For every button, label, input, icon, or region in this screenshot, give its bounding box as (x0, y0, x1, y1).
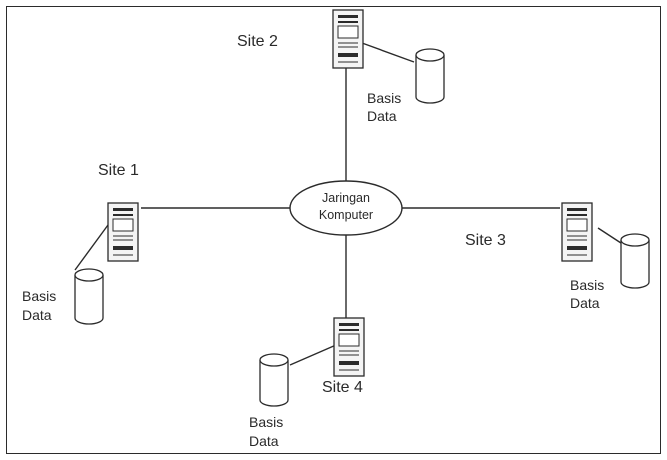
site-4-db-label-line1: Basis (249, 414, 283, 430)
server-icon (333, 317, 365, 377)
link-site-1-database (74, 224, 109, 271)
network-hub: Jaringan Komputer (289, 180, 403, 236)
site-2-label: Site 2 (237, 33, 278, 50)
server-icon (332, 9, 364, 69)
site-1: Site 1 Basis Data (22, 162, 139, 325)
connections (74, 42, 625, 366)
network-label-line1: Jaringan (322, 191, 370, 205)
server-icon (107, 202, 139, 262)
site-1-db-label-line2: Data (22, 307, 52, 323)
site-3-db-label-line1: Basis (570, 277, 604, 293)
database-cylinder-icon (74, 268, 104, 325)
database-cylinder-icon (259, 353, 289, 407)
site-1-db-label-line1: Basis (22, 288, 56, 304)
site-4-db-label-line2: Data (249, 433, 279, 449)
network-ellipse (289, 180, 403, 236)
link-site-4-database (289, 344, 337, 366)
link-site-3-database (597, 227, 625, 246)
site-4-label: Site 4 (322, 379, 363, 396)
server-icon (561, 202, 593, 262)
site-2-db-label-line1: Basis (367, 90, 401, 106)
site-3-label: Site 3 (465, 232, 506, 249)
site-2: Site 2 Basis Data (237, 9, 445, 124)
network-label-line2: Komputer (319, 208, 373, 222)
database-cylinder-icon (620, 233, 650, 289)
site-3: Site 3 Basis Data (465, 202, 650, 311)
site-2-db-label-line2: Data (367, 108, 397, 124)
site-3-db-label-line2: Data (570, 295, 600, 311)
site-1-label: Site 1 (98, 162, 139, 179)
link-site-2-database (361, 42, 415, 63)
site-4: Site 4 Basis Data (249, 317, 365, 449)
database-cylinder-icon (415, 48, 445, 104)
